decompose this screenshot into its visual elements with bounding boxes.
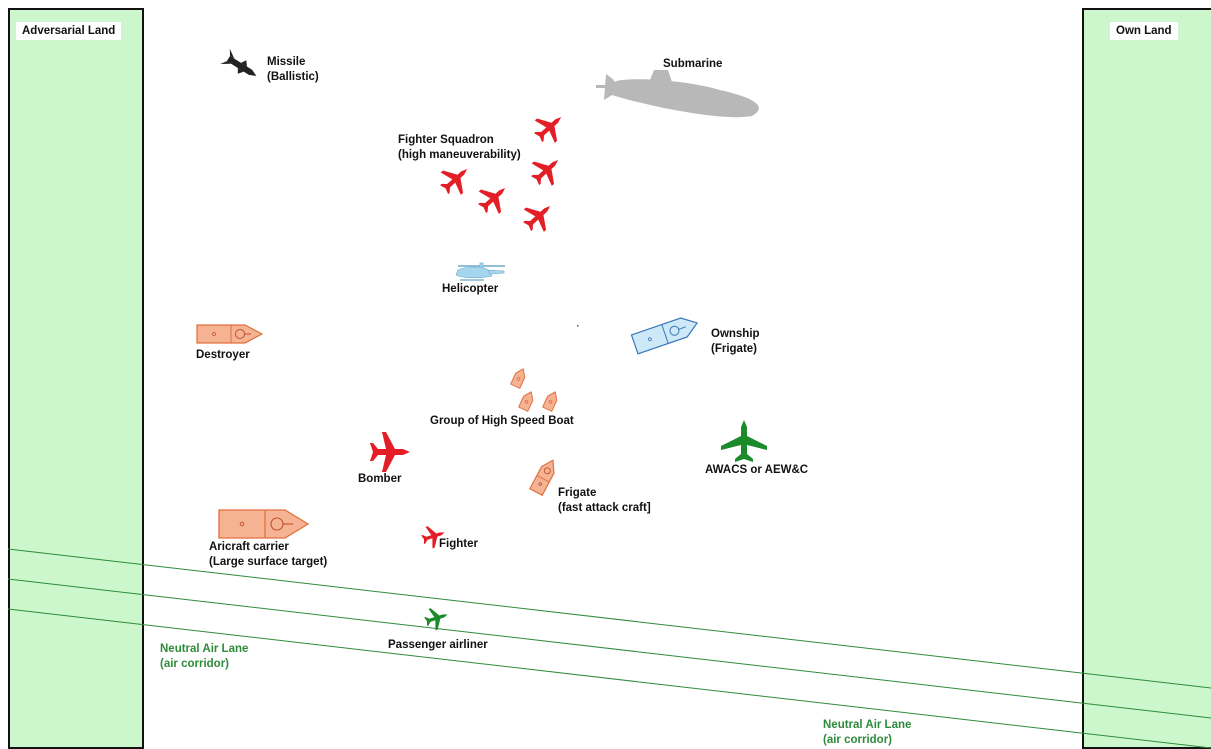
missile-label: Missile(Ballistic): [267, 56, 319, 83]
fighter-jet-icon: [472, 176, 516, 220]
helicopter-label: Helicopter: [442, 283, 499, 295]
air-lane-line: [7, 578, 1211, 719]
destroyer-label: Destroyer: [196, 349, 250, 361]
airliner-icon: [422, 603, 452, 633]
frigate-label: Frigate(fast attack craft]: [558, 487, 651, 514]
fighter-jet-icon: [434, 157, 478, 201]
speed-boat-icon: [518, 389, 537, 412]
submarine-icon: [596, 70, 759, 118]
airliner-label: Passenger airliner: [388, 639, 488, 651]
missile-icon: [220, 48, 257, 77]
air-lane-label-right: Neutral Air Lane(air corridor): [823, 719, 912, 746]
speck-mark: [577, 325, 579, 327]
air-lane-line: [7, 608, 1211, 749]
fighter-squadron: [434, 105, 572, 238]
fighter-jet-icon: [517, 194, 561, 238]
adversarial-land-region: Adversarial Land: [8, 8, 144, 749]
air-lane-label-left: Neutral Air Lane(air corridor): [160, 643, 249, 670]
speed-boat-icon: [542, 389, 561, 412]
adversarial-land-label: Adversarial Land: [16, 22, 122, 40]
fighter-jet-icon: [528, 105, 572, 149]
awacs-plane-icon: [721, 420, 767, 462]
speed-boat-icon: [510, 366, 529, 389]
aircraft-carrier-label: Aricraft carrier(Large surface target): [209, 541, 328, 568]
air-lane-line: [7, 548, 1211, 689]
ownship-frigate-icon: [630, 317, 699, 355]
destroyer-ship-icon: [196, 324, 264, 344]
aircraft-carrier-icon: [218, 509, 310, 539]
own-land-region: Own Land: [1082, 8, 1211, 749]
awacs-label: AWACS or AEW&C: [705, 464, 809, 476]
high-speed-boats: [510, 366, 561, 412]
air-lanes: [7, 548, 1211, 749]
high-speed-boats-label: Group of High Speed Boat: [430, 415, 574, 427]
helicopter-icon: [455, 262, 505, 281]
own-land-label: Own Land: [1110, 22, 1178, 40]
frigate-fast-attack-icon: [529, 459, 555, 497]
submarine-label: Submarine: [663, 58, 723, 70]
fighter-squadron-label: Fighter Squadron(high maneuverability): [398, 134, 521, 161]
fighter-jet-icon: [525, 148, 569, 192]
ownship-label: Ownship(Frigate): [711, 328, 760, 355]
bomber-label: Bomber: [358, 473, 402, 485]
bomber-icon: [370, 432, 410, 472]
fighter-label: Fighter: [439, 538, 478, 550]
